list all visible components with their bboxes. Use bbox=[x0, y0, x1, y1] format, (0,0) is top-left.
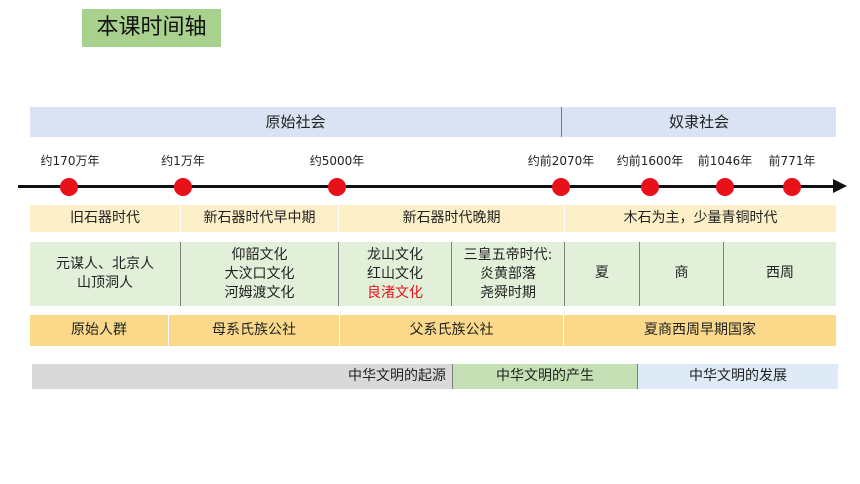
social-label: 母系氏族公社 bbox=[212, 322, 296, 338]
timeline-dot bbox=[641, 178, 659, 196]
timeline-dot bbox=[783, 178, 801, 196]
civ-development: 中华文明的发展 bbox=[638, 364, 838, 389]
culture-item: 尧舜时期 bbox=[480, 284, 536, 301]
culture-divider bbox=[639, 242, 640, 306]
dynasty-shang: 商 bbox=[674, 265, 689, 281]
culture-item: 大汶口文化 bbox=[224, 265, 295, 282]
page-title: 本课时间轴 bbox=[82, 9, 221, 47]
era-divider bbox=[180, 205, 181, 232]
culture-item: 三皇五帝时代: bbox=[463, 246, 553, 263]
social-divider bbox=[168, 315, 169, 346]
culture-cell: 龙山文化 红山文化 良渚文化 bbox=[339, 242, 451, 306]
social-cell: 夏商西周早期国家 bbox=[564, 315, 836, 346]
timeline-axis bbox=[18, 185, 836, 188]
culture-cell: 三皇五帝时代: 炎黄部落 尧舜时期 bbox=[452, 242, 564, 306]
culture-cell: 商 bbox=[640, 242, 723, 306]
date-label: 约1万年 bbox=[161, 154, 205, 168]
era-cell: 木石为主，少量青铜时代 bbox=[565, 205, 836, 232]
timeline-dot bbox=[174, 178, 192, 196]
culture-cell: 元谋人、北京人 山顶洞人 bbox=[30, 242, 180, 306]
culture-item: 炎黄部落 bbox=[480, 265, 536, 282]
date-label: 前771年 bbox=[768, 154, 816, 168]
culture-item: 仰韶文化 bbox=[231, 246, 288, 263]
social-label: 父系氏族公社 bbox=[409, 322, 494, 338]
era-label: 木石为主，少量青铜时代 bbox=[623, 210, 778, 226]
era-label: 新石器时代早中期 bbox=[203, 210, 316, 226]
culture-divider bbox=[723, 242, 724, 306]
era-label: 新石器时代晚期 bbox=[402, 210, 501, 226]
culture-item: 元谋人、北京人 bbox=[56, 256, 154, 272]
culture-divider bbox=[180, 242, 181, 306]
culture-item: 河姆渡文化 bbox=[224, 284, 295, 301]
social-cell: 父系氏族公社 bbox=[340, 315, 563, 346]
axis-arrow-icon bbox=[833, 179, 847, 193]
era-divider bbox=[564, 205, 565, 232]
culture-divider bbox=[564, 242, 565, 306]
social-label: 夏商西周早期国家 bbox=[644, 322, 756, 338]
dynasty-western-zhou: 西周 bbox=[766, 265, 794, 281]
social-cell: 母系氏族公社 bbox=[169, 315, 339, 346]
culture-item: 山顶洞人 bbox=[77, 275, 133, 291]
timeline-dot bbox=[328, 178, 346, 196]
date-label: 约前2070年 bbox=[527, 154, 595, 168]
social-divider bbox=[563, 315, 564, 346]
social-cell: 原始人群 bbox=[30, 315, 168, 346]
social-divider bbox=[339, 315, 340, 346]
timeline-dot bbox=[60, 178, 78, 196]
date-label: 约5000年 bbox=[309, 154, 365, 168]
date-label: 约前1600年 bbox=[616, 154, 684, 168]
era-divider bbox=[338, 205, 339, 232]
culture-cell: 仰韶文化 大汶口文化 河姆渡文化 bbox=[181, 242, 338, 306]
society-primitive: 原始社会 bbox=[30, 107, 561, 137]
social-label: 原始人群 bbox=[71, 322, 127, 338]
era-cell: 新石器时代早中期 bbox=[181, 205, 338, 232]
timeline-dot bbox=[552, 178, 570, 196]
date-label: 前1046年 bbox=[697, 154, 753, 168]
era-cell: 新石器时代晚期 bbox=[339, 205, 564, 232]
culture-item: 红山文化 bbox=[367, 265, 423, 282]
culture-item: 龙山文化 bbox=[367, 246, 423, 263]
culture-divider bbox=[338, 242, 339, 306]
dynasty-xia: 夏 bbox=[595, 265, 609, 281]
culture-divider bbox=[451, 242, 452, 306]
era-label: 旧石器时代 bbox=[70, 210, 140, 226]
timeline-dot bbox=[716, 178, 734, 196]
society-slave: 奴隶社会 bbox=[562, 107, 836, 137]
era-cell: 旧石器时代 bbox=[30, 205, 180, 232]
civ-origin: 中华文明的起源 bbox=[32, 364, 452, 389]
culture-cell: 西周 bbox=[724, 242, 836, 306]
culture-cell: 夏 bbox=[565, 242, 639, 306]
civ-emergence: 中华文明的产生 bbox=[452, 364, 638, 389]
culture-item-highlight: 良渚文化 bbox=[367, 284, 423, 301]
date-label: 约170万年 bbox=[40, 154, 100, 168]
society-divider bbox=[561, 107, 562, 137]
